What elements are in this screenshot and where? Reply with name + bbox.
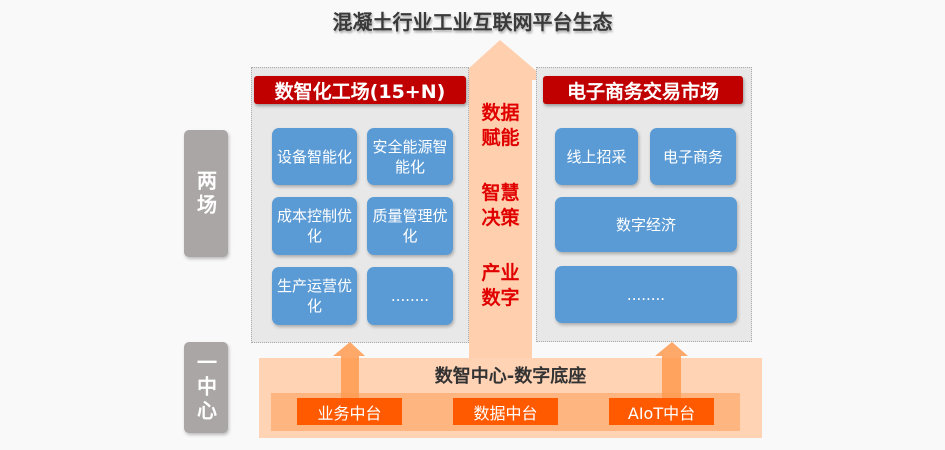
arrow-text-line: 数据 xyxy=(481,102,520,124)
two-fields-label: 两场 xyxy=(184,130,228,257)
arrow-text-line: 产业 xyxy=(481,262,520,284)
item-safety-energy: 安全能源智能化 xyxy=(367,128,453,185)
arrow-text-line: 智慧 xyxy=(481,182,520,204)
item-procurement: 线上招采 xyxy=(555,128,638,185)
item-more-right: ........ xyxy=(555,266,737,323)
arrow-text-line: 决策 xyxy=(481,207,520,229)
arrow-text-smart-decision: 智慧决策 xyxy=(469,181,532,231)
platform-aiot: AIoT中台 xyxy=(609,398,714,425)
arrow-text-line: 赋能 xyxy=(481,127,520,149)
item-more: ........ xyxy=(367,267,453,325)
platform-data: 数据中台 xyxy=(453,398,558,425)
item-digital-economy: 数字经济 xyxy=(555,197,737,252)
platform-business: 业务中台 xyxy=(297,398,402,425)
page-title: 混凝土行业工业互联网平台生态 xyxy=(332,10,613,34)
arrow-text-line: 数字 xyxy=(481,287,520,309)
item-ecommerce: 电子商务 xyxy=(650,128,736,185)
arrow-text-data-empower: 数据赋能 xyxy=(469,101,532,151)
left-panel-header: 数智化工场(15+N) xyxy=(254,76,466,104)
item-production: 生产运营优化 xyxy=(272,267,357,325)
item-cost: 成本控制优化 xyxy=(272,197,357,255)
arrow-text-industry-digital: 产业数字 xyxy=(469,261,532,311)
item-quality: 质量管理优化 xyxy=(367,197,453,255)
right-panel-header: 电子商务交易市场 xyxy=(543,76,743,104)
item-equipment: 设备智能化 xyxy=(272,128,357,185)
center-title: 数智中心-数字底座 xyxy=(434,366,587,387)
one-center-label: 一中心 xyxy=(184,342,228,433)
